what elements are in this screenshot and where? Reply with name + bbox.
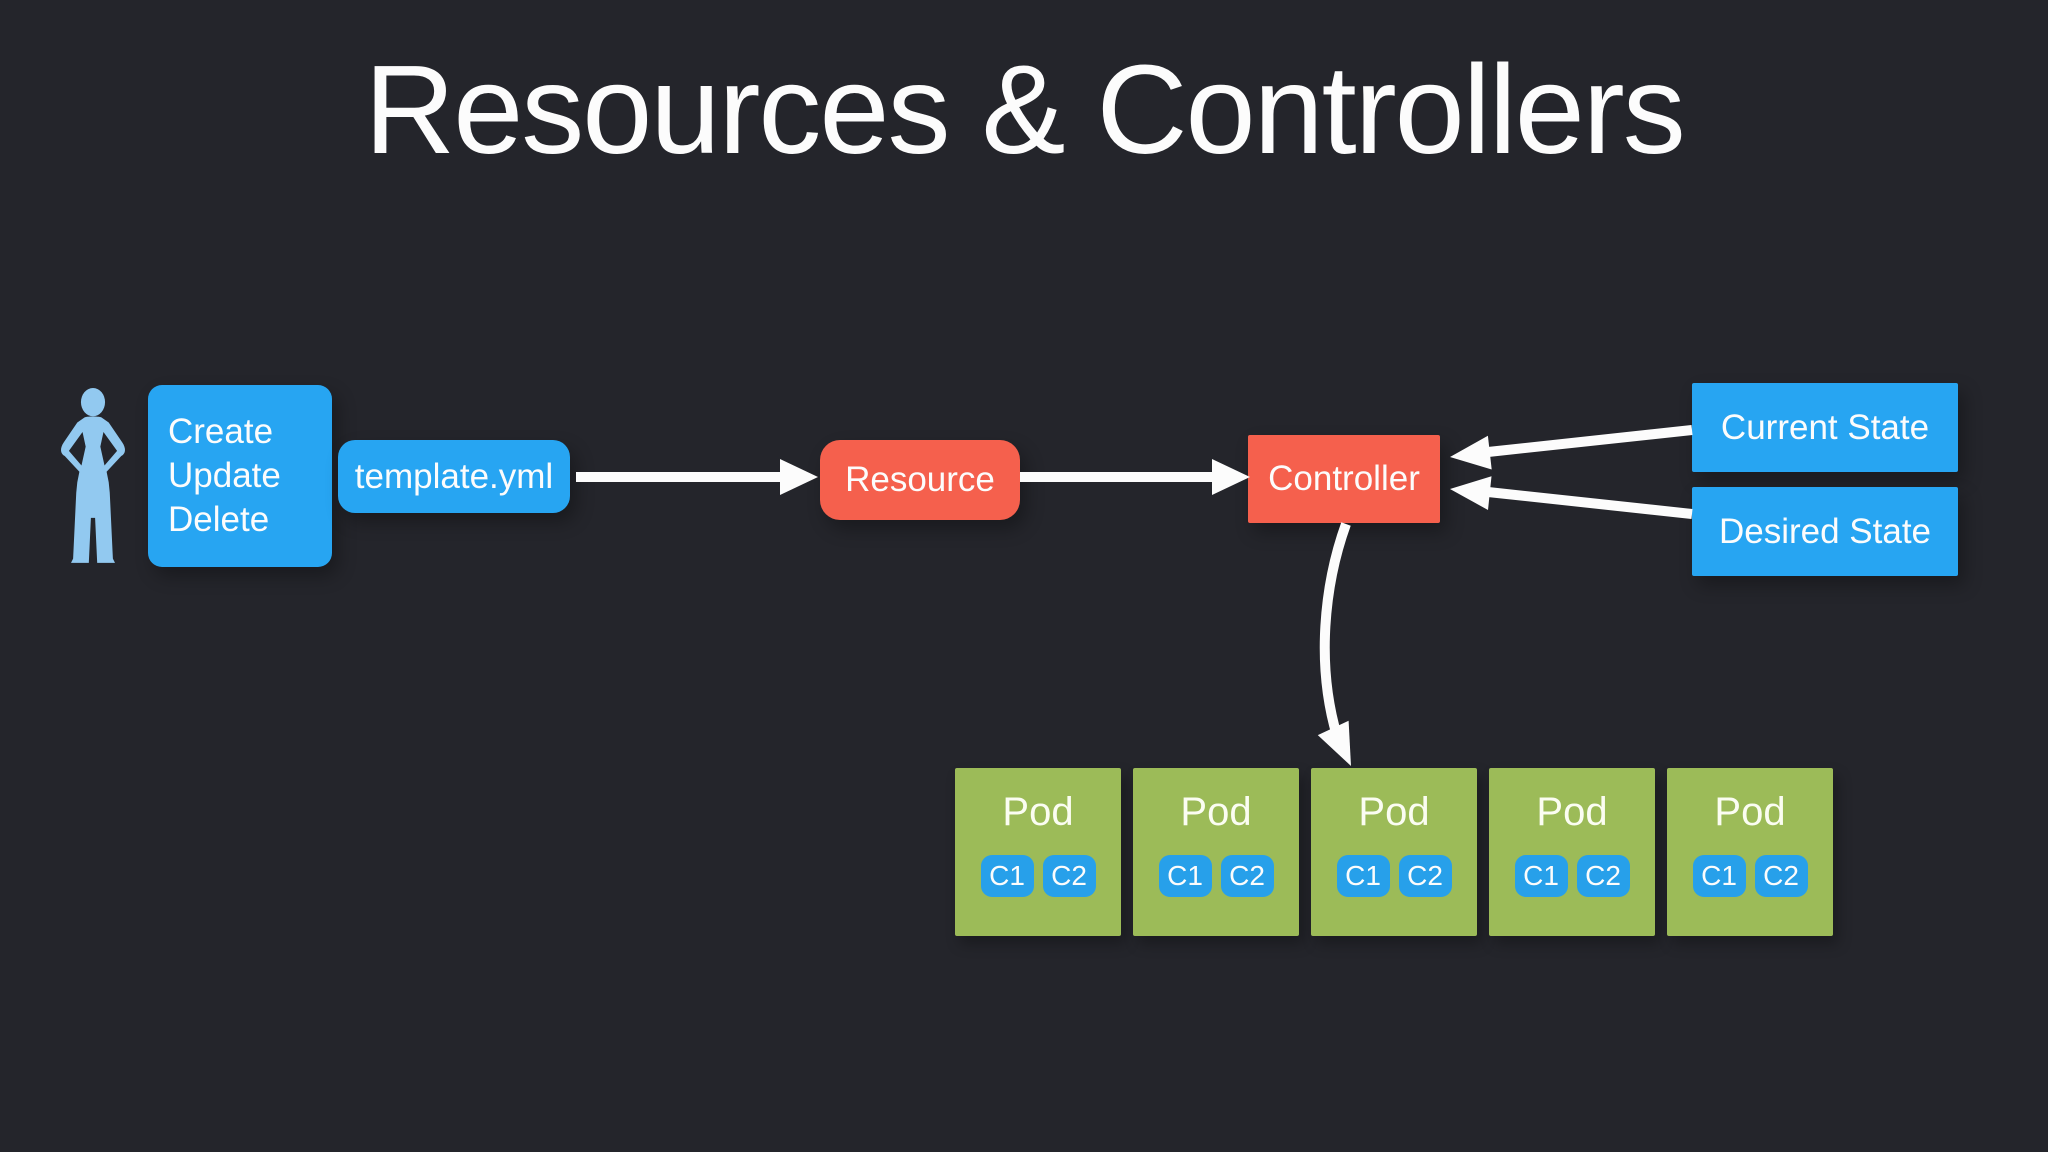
- template-yml-label: template.yml: [354, 456, 554, 496]
- arrow-desired-state-to-controller: [1450, 476, 1693, 519]
- pod-node: Pod C1 C2: [1667, 768, 1833, 936]
- pod-label: Pod: [1002, 790, 1074, 834]
- container-chip: C2: [1042, 855, 1096, 897]
- pod-label: Pod: [1714, 790, 1786, 834]
- arrow-controller-to-pods: [1317, 522, 1351, 766]
- container-chip: C2: [1220, 855, 1274, 897]
- arrow-template-to-resource: [576, 459, 818, 495]
- controller-label: Controller: [1268, 459, 1420, 498]
- template-yml-node: template.yml: [338, 440, 570, 513]
- pod-label: Pod: [1536, 790, 1608, 834]
- container-chip: C2: [1754, 855, 1808, 897]
- action-create-label: Create: [168, 412, 274, 451]
- person-icon: [61, 388, 125, 563]
- resource-label: Resource: [845, 460, 995, 499]
- pod-label: Pod: [1180, 790, 1252, 834]
- pod-label: Pod: [1358, 790, 1430, 834]
- current-state-node: Current State: [1692, 383, 1958, 472]
- container-chip: C1: [1514, 855, 1568, 897]
- arrow-resource-to-controller: [1020, 459, 1250, 495]
- container-chip: C1: [1692, 855, 1746, 897]
- controller-node: Controller: [1248, 435, 1440, 523]
- user-actions-box: Create Update Delete: [148, 385, 332, 567]
- desired-state-node: Desired State: [1692, 487, 1958, 576]
- container-chip: C2: [1398, 855, 1452, 897]
- pod-node: Pod C1 C2: [1489, 768, 1655, 936]
- pod-node: Pod C1 C2: [955, 768, 1121, 936]
- container-chip: C1: [1336, 855, 1390, 897]
- resource-node: Resource: [820, 440, 1020, 520]
- container-chip: C1: [1158, 855, 1212, 897]
- arrow-current-state-to-controller: [1450, 425, 1693, 470]
- action-delete-label: Delete: [168, 500, 270, 539]
- desired-state-label: Desired State: [1718, 511, 1932, 551]
- action-update-label: Update: [168, 456, 281, 495]
- pod-node: Pod C1 C2: [1133, 768, 1299, 936]
- slide-title: Resources & Controllers: [364, 39, 1686, 180]
- pod-node: Pod C1 C2: [1311, 768, 1477, 936]
- container-chip: C1: [980, 855, 1034, 897]
- container-chip: C2: [1576, 855, 1630, 897]
- current-state-label: Current State: [1720, 407, 1930, 447]
